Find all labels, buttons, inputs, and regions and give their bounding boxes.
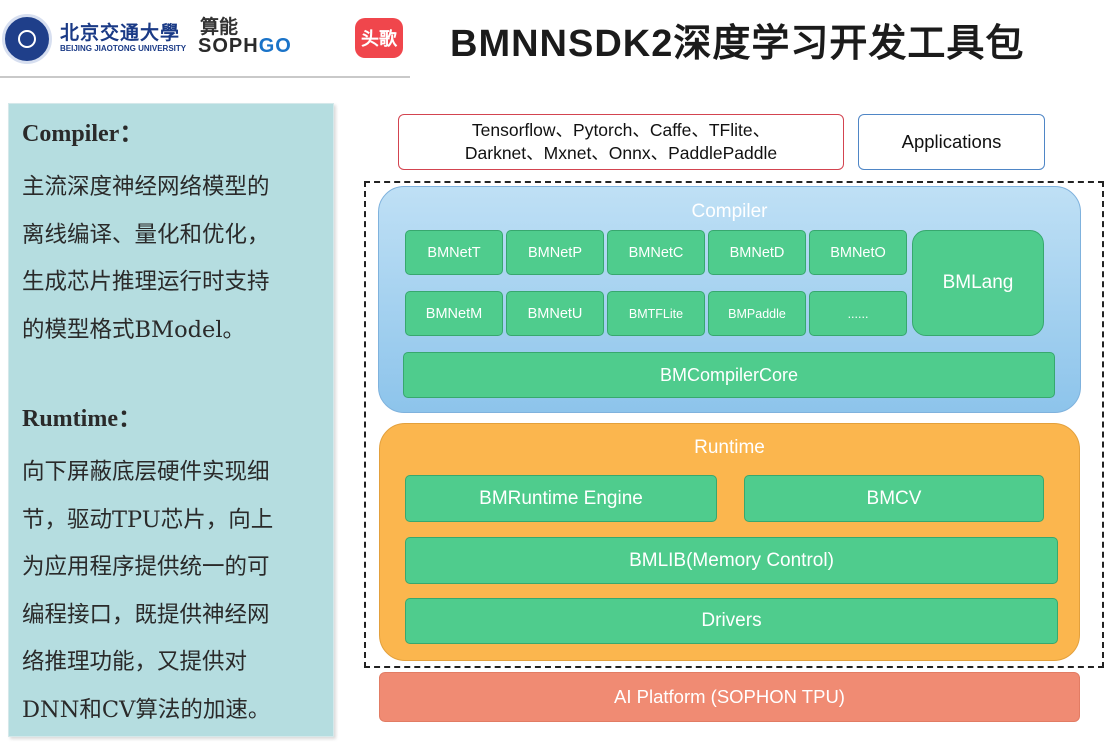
runtime-heading: Rumtime： [22, 406, 142, 432]
module-bmneto: BMNetO [809, 230, 907, 275]
sophgo-logo-en: SOPHGO [198, 35, 292, 57]
module-bmcompilercore: BMCompilerCore [403, 352, 1055, 398]
header-divider [0, 76, 410, 78]
module-bmnetm: BMNetM [405, 291, 503, 336]
compiler-title: Compiler [691, 201, 768, 222]
university-name-en: BEIJING JIAOTONG UNIVERSITY [60, 44, 187, 53]
compiler-desc-line: 的模型格式BModel。 [22, 316, 246, 343]
compiler-desc-line: 生成芯片推理运行时支持 [22, 269, 270, 295]
university-seal-logo [2, 14, 52, 64]
toutiao-logo: 头歌 [355, 18, 403, 58]
frameworks-line: Tensorflow、Pytorch、Caffe、TFlite、 [471, 120, 771, 140]
compiler-heading: Compiler： [22, 121, 144, 147]
applications-box: Applications [858, 114, 1045, 170]
module-bmnetc: BMNetC [607, 230, 705, 275]
module-bmruntime-engine: BMRuntime Engine [405, 475, 717, 522]
module-bmnetd: BMNetD [708, 230, 806, 275]
module-bmnetu: BMNetU [506, 291, 604, 336]
module-bmpaddle: BMPaddle [708, 291, 806, 336]
module-bmnett: BMNetT [405, 230, 503, 275]
runtime-desc-line: 为应用程序提供统一的可 [22, 554, 270, 580]
compiler-desc-line: 主流深度神经网络模型的 [22, 174, 270, 200]
module-bmlang: BMLang [912, 230, 1044, 336]
page-title: BMNNSDK2深度学习开发工具包 [450, 23, 1025, 65]
runtime-desc-line: 节，驱动TPU芯片，向上 [22, 506, 274, 533]
module-bmlib: BMLIB(Memory Control) [405, 537, 1058, 584]
module-more: ...... [809, 291, 907, 336]
module-bmtflite: BMTFLite [607, 291, 705, 336]
sophgo-logo-cn: 算能 [200, 16, 239, 38]
frameworks-box: Tensorflow、Pytorch、Caffe、TFlite、 Darknet、… [398, 114, 844, 170]
module-bmnetp: BMNetP [506, 230, 604, 275]
sdk-boundary [364, 181, 1104, 668]
university-name-cn: 北京交通大學 [60, 22, 181, 44]
runtime-desc-line: 编程接口，既提供神经网 [22, 601, 270, 628]
description-panel: Compiler： 主流深度神经网络模型的 离线编译、量化和优化， 生成芯片推理… [8, 103, 334, 737]
runtime-desc-line: 向下屏蔽底层硬件实现细 [22, 459, 270, 485]
frameworks-line: Darknet、Mxnet、Onnx、PaddlePaddle [464, 143, 778, 163]
compiler-desc-line: 离线编译、量化和优化， [22, 221, 270, 248]
module-bmcv: BMCV [744, 475, 1044, 522]
runtime-desc-line: 络推理功能，又提供对 [22, 649, 248, 675]
runtime-desc-line: DNN和CV算法的加速。 [22, 696, 271, 723]
runtime-title: Runtime [694, 437, 765, 458]
module-drivers: Drivers [405, 598, 1058, 644]
ai-platform-box: AI Platform (SOPHON TPU) [379, 672, 1080, 722]
